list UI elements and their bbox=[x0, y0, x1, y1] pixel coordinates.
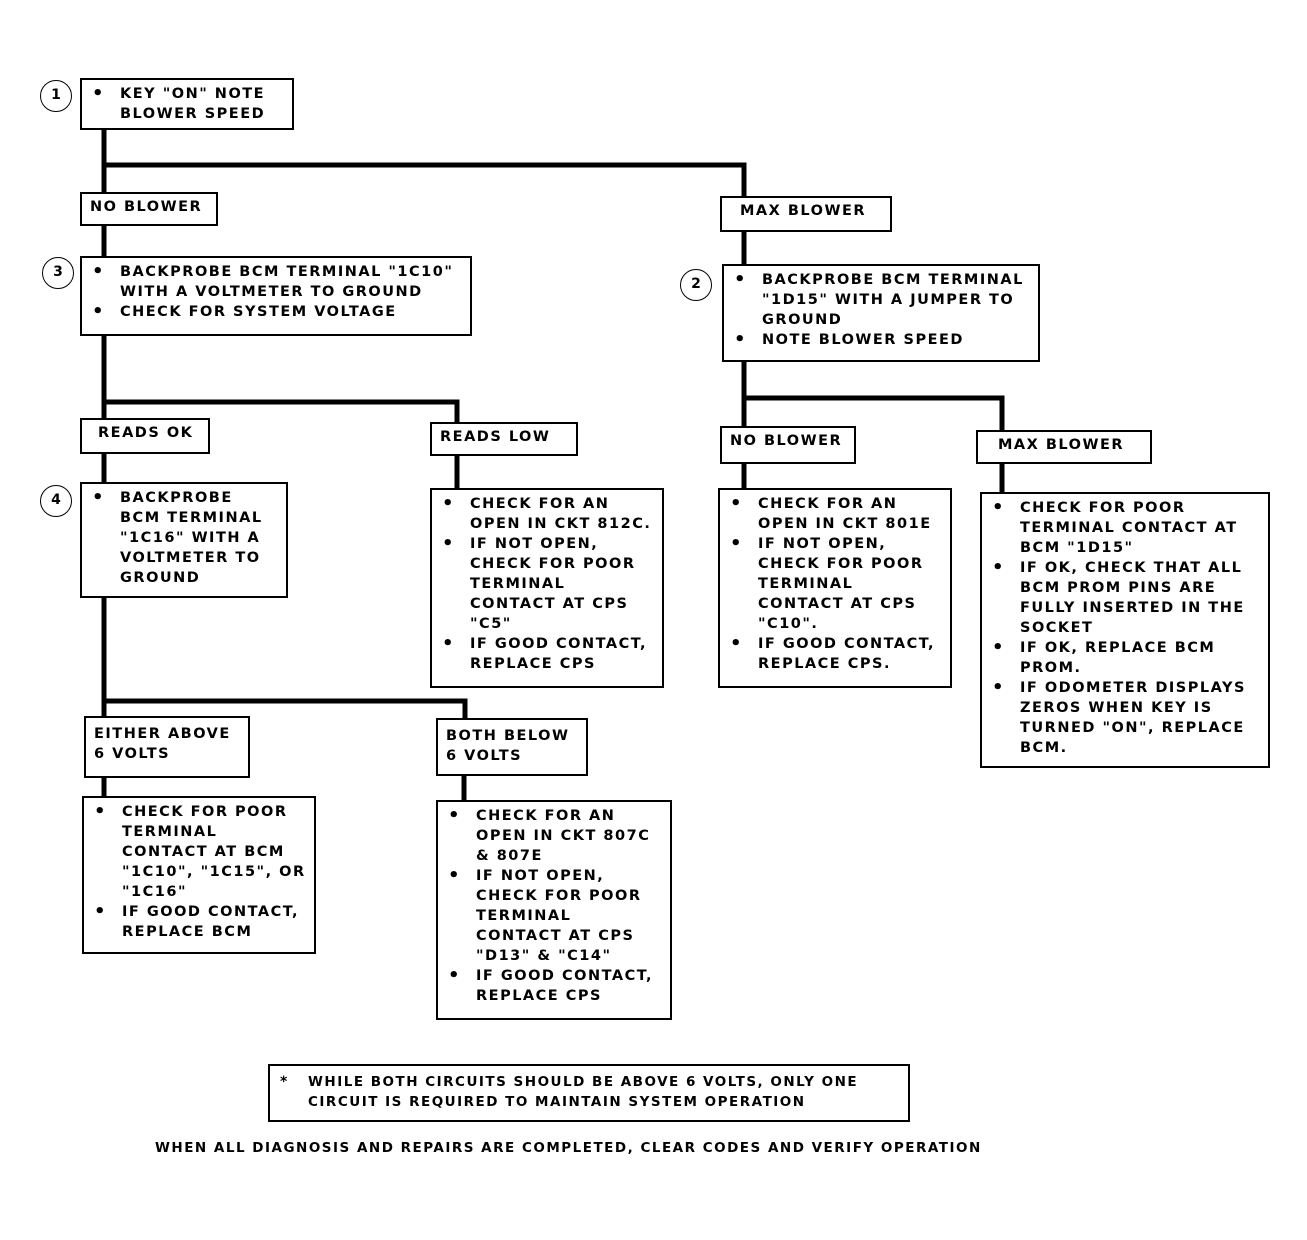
max-blower-action-1: CHECK FOR POOR TERMINAL CONTACT AT BCM "… bbox=[990, 498, 1260, 558]
step-1-item: KEY "ON" NOTE BLOWER SPEED bbox=[90, 84, 284, 124]
no-blower-actions-box: CHECK FOR AN OPEN IN CKT 801E IF NOT OPE… bbox=[718, 488, 952, 688]
step-2-item-2: NOTE BLOWER SPEED bbox=[732, 330, 1030, 350]
step-2-circle: 2 bbox=[680, 269, 712, 301]
both-below-label: BOTH BELOW 6 VOLTS bbox=[436, 718, 588, 776]
step-1-circle: 1 bbox=[40, 80, 72, 112]
connector-step3-to-readslow bbox=[101, 399, 460, 427]
reads-low-action-2: IF NOT OPEN, CHECK FOR POOR TERMINAL CON… bbox=[440, 534, 654, 634]
connector-step1-to-max bbox=[101, 162, 747, 200]
step-3-box: BACKPROBE BCM TERMINAL "1C10" WITH A VOL… bbox=[80, 256, 472, 336]
completion-instruction: WHEN ALL DIAGNOSIS AND REPAIRS ARE COMPL… bbox=[155, 1140, 982, 1156]
step-3-item-2: CHECK FOR SYSTEM VOLTAGE bbox=[90, 302, 462, 322]
max-blower-label-2: MAX BLOWER bbox=[976, 430, 1152, 464]
connector-step4-to-bothbelow bbox=[101, 698, 468, 723]
step-2-box: BACKPROBE BCM TERMINAL "1D15" WITH A JUM… bbox=[722, 264, 1040, 362]
step-4-box: BACKPROBE BCM TERMINAL "1C16" WITH A VOL… bbox=[80, 482, 288, 598]
both-below-actions-box: CHECK FOR AN OPEN IN CKT 807C & 807E IF … bbox=[436, 800, 672, 1020]
either-above-action-2: IF GOOD CONTACT, REPLACE BCM bbox=[92, 902, 306, 942]
both-below-action-2: IF NOT OPEN, CHECK FOR POOR TERMINAL CON… bbox=[446, 866, 662, 966]
no-blower-action-3: IF GOOD CONTACT, REPLACE CPS. bbox=[728, 634, 942, 674]
max-blower-action-4: IF ODOMETER DISPLAYS ZEROS WHEN KEY IS T… bbox=[990, 678, 1260, 758]
step-1-box: KEY "ON" NOTE BLOWER SPEED bbox=[80, 78, 294, 130]
step-3-circle: 3 bbox=[42, 257, 74, 289]
reads-low-action-1: CHECK FOR AN OPEN IN CKT 812C. bbox=[440, 494, 654, 534]
both-below-action-3: IF GOOD CONTACT, REPLACE CPS bbox=[446, 966, 662, 1006]
either-above-action-1: CHECK FOR POOR TERMINAL CONTACT AT BCM "… bbox=[92, 802, 306, 902]
footnote-text: WHILE BOTH CIRCUITS SHOULD BE ABOVE 6 VO… bbox=[278, 1072, 900, 1112]
step-4-item: BACKPROBE BCM TERMINAL "1C16" WITH A VOL… bbox=[90, 488, 278, 588]
no-blower-action-2: IF NOT OPEN, CHECK FOR POOR TERMINAL CON… bbox=[728, 534, 942, 634]
reads-low-label: READS LOW bbox=[430, 422, 578, 456]
max-blower-actions-box: CHECK FOR POOR TERMINAL CONTACT AT BCM "… bbox=[980, 492, 1270, 768]
no-blower-label-2: NO BLOWER bbox=[720, 426, 856, 464]
reads-ok-label: READS OK bbox=[80, 418, 210, 454]
reads-low-action-3: IF GOOD CONTACT, REPLACE CPS bbox=[440, 634, 654, 674]
max-blower-label-1: MAX BLOWER bbox=[720, 196, 892, 232]
footnote-box: WHILE BOTH CIRCUITS SHOULD BE ABOVE 6 VO… bbox=[268, 1064, 910, 1122]
step-4-circle: 4 bbox=[40, 485, 72, 517]
connector-step2-to-maxblower2 bbox=[741, 395, 1005, 435]
max-blower-action-2: IF OK, CHECK THAT ALL BCM PROM PINS ARE … bbox=[990, 558, 1260, 638]
max-blower-action-3: IF OK, REPLACE BCM PROM. bbox=[990, 638, 1260, 678]
reads-low-actions-box: CHECK FOR AN OPEN IN CKT 812C. IF NOT OP… bbox=[430, 488, 664, 688]
step-3-item-1: BACKPROBE BCM TERMINAL "1C10" WITH A VOL… bbox=[90, 262, 462, 302]
step-2-item-1: BACKPROBE BCM TERMINAL "1D15" WITH A JUM… bbox=[732, 270, 1030, 330]
either-above-actions-box: CHECK FOR POOR TERMINAL CONTACT AT BCM "… bbox=[82, 796, 316, 954]
both-below-action-1: CHECK FOR AN OPEN IN CKT 807C & 807E bbox=[446, 806, 662, 866]
no-blower-label-1: NO BLOWER bbox=[80, 192, 218, 226]
no-blower-action-1: CHECK FOR AN OPEN IN CKT 801E bbox=[728, 494, 942, 534]
either-above-label: EITHER ABOVE 6 VOLTS bbox=[84, 716, 250, 778]
